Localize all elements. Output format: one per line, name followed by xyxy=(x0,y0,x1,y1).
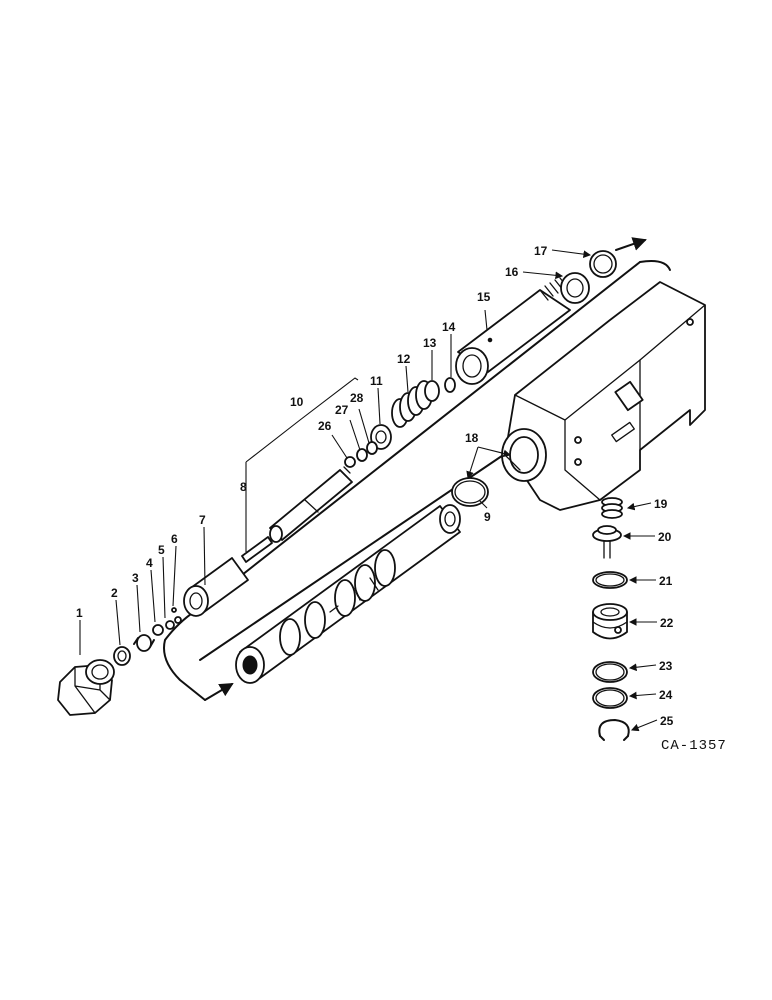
washer-part-13 xyxy=(424,380,440,402)
sleeve-part-7 xyxy=(183,557,249,617)
callout-7: 7 xyxy=(199,513,206,527)
callout-2: 2 xyxy=(111,586,118,600)
callout-21: 21 xyxy=(659,574,673,588)
callout-5: 5 xyxy=(158,543,165,557)
callout-13: 13 xyxy=(423,336,437,350)
ring-part-16 xyxy=(560,272,590,304)
callout-6: 6 xyxy=(171,532,178,546)
o-ring-part-23 xyxy=(592,661,628,683)
callout-22: 22 xyxy=(660,616,674,630)
plug-part-1 xyxy=(57,659,115,716)
pin-part-8 xyxy=(241,536,273,563)
callout-18: 18 xyxy=(465,431,479,445)
balls-and-seats-4-6 xyxy=(152,607,182,636)
callout-1: 1 xyxy=(76,606,83,620)
callout-26: 26 xyxy=(318,419,332,433)
callout-14: 14 xyxy=(442,320,456,334)
callout-16: 16 xyxy=(505,265,519,279)
seat-part-22 xyxy=(592,603,628,640)
main-spool xyxy=(235,504,461,684)
callout-10: 10 xyxy=(290,395,304,409)
callout-3: 3 xyxy=(132,571,139,585)
callout-11: 11 xyxy=(370,374,383,388)
snap-ring-part-25 xyxy=(598,719,630,741)
callout-labels: 1 2 3 4 5 6 7 8 9 10 11 12 13 14 15 16 1… xyxy=(76,244,674,728)
callout-8: 8 xyxy=(240,480,247,494)
callout-27: 27 xyxy=(335,403,349,417)
spring-part-19 xyxy=(601,497,623,519)
backup-ring-part-24 xyxy=(592,687,628,709)
callout-28: 28 xyxy=(350,391,364,405)
callout-4: 4 xyxy=(146,556,153,570)
callout-19: 19 xyxy=(654,497,668,511)
callout-9: 9 xyxy=(484,510,491,524)
sleeve-part-15 xyxy=(455,277,571,385)
callout-17: 17 xyxy=(534,244,548,258)
callout-24: 24 xyxy=(659,688,673,702)
callout-20: 20 xyxy=(658,530,672,544)
callout-23: 23 xyxy=(659,659,673,673)
callout-12: 12 xyxy=(397,352,411,366)
figure-id: CA-1357 xyxy=(661,738,727,754)
valve-body xyxy=(501,281,706,511)
ring-part-17 xyxy=(589,250,617,278)
poppet-part-20 xyxy=(592,525,622,559)
o-ring-part-14 xyxy=(444,377,456,393)
callout-15: 15 xyxy=(477,290,491,304)
spool-rod xyxy=(269,466,353,543)
small-parts-26-28 xyxy=(344,441,378,468)
callout-25: 25 xyxy=(660,714,674,728)
nut-part-2 xyxy=(113,646,131,666)
o-ring-part-9 xyxy=(451,477,489,507)
spring-part-3 xyxy=(133,634,155,652)
leader-lines xyxy=(79,249,658,732)
o-ring-part-21 xyxy=(592,571,628,589)
